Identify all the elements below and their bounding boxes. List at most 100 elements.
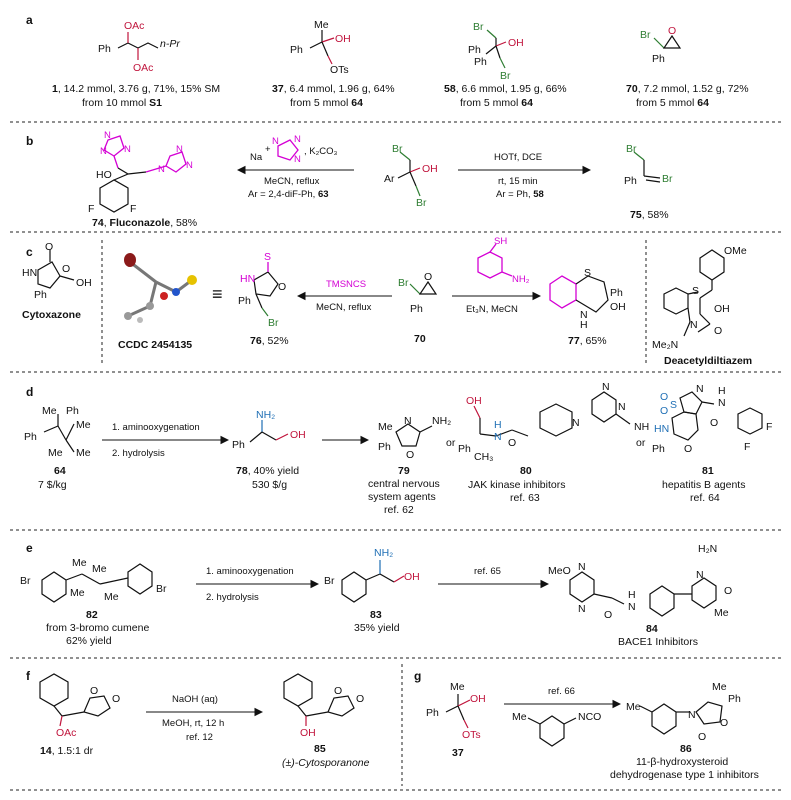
fluconazole-n-4: N: [176, 144, 183, 155]
compound-78-ph: Ph: [232, 439, 245, 451]
reagent-left-solvent: MeCN, reflux: [264, 176, 320, 187]
isocyanate-me: Me: [512, 711, 527, 723]
compound-85-o-ring: O: [334, 685, 342, 697]
compound-37-g-label: 37: [452, 747, 464, 759]
panel-a: a OAc n-Pr Ph OAc 1, 14.2 mmol, 3.76 g, …: [26, 13, 749, 109]
compound-80-ph: Ph: [458, 443, 471, 455]
compound-75-br-top: Br: [626, 143, 637, 155]
compound-84-label: 84: [646, 623, 658, 635]
compound-82-br-left: Br: [20, 575, 31, 587]
panel-d: d Me Ph Ph Me Me Me 64 7 $/kg 1. aminoox…: [24, 381, 772, 516]
compound-84-o-ring: O: [724, 585, 732, 597]
compound-82-me-2: Me: [92, 563, 107, 575]
or-1: or: [446, 437, 456, 449]
fluconazole-ho: HO: [96, 169, 112, 181]
compound-82-me-4: Me: [104, 591, 119, 603]
compound-84-desc: BACE1 Inhibitors: [618, 636, 698, 648]
compound-86-o-ring: O: [720, 717, 728, 729]
compound-77-ph: Ph: [610, 287, 623, 299]
compound-82-label: 82: [86, 609, 98, 621]
fluconazole-label: 74, Fluconazole, 58%: [92, 217, 197, 229]
reagent-f-ref: ref. 12: [186, 732, 213, 743]
compound-1-ph: Ph: [98, 43, 111, 55]
compound-81-h: H: [718, 385, 726, 397]
compound-83-structure: NH₂ Br OH: [324, 547, 420, 603]
compound-37-g-me: Me: [450, 681, 465, 693]
compound-76-structure: S HN O Ph Br: [238, 251, 286, 329]
compound-14-oac: OAc: [56, 727, 76, 739]
triazole-n-minus: N: [294, 134, 301, 145]
reagent-f-top: NaOH (aq): [172, 694, 218, 705]
diltiazem-o: O: [714, 325, 722, 337]
compound-81-f-1: F: [766, 421, 772, 433]
compound-77-label: 77, 65%: [568, 335, 607, 347]
compound-75-label: 75, 58%: [630, 209, 669, 221]
center-70-o: O: [424, 271, 432, 283]
diltiazem-label: Deacetyldiltiazem: [664, 355, 752, 367]
compound-77-s: S: [584, 267, 591, 279]
compound-14-label: 14, 1.5:1 dr: [40, 745, 94, 757]
compound-81-o-1: O: [660, 391, 668, 403]
compound-86-o-carbonyl: O: [698, 731, 706, 743]
compound-81-o-2: O: [660, 405, 668, 417]
reagent-na: Na: [250, 152, 263, 163]
compound-1-source: from 10 mmol S1: [82, 97, 162, 109]
fluconazole-f-1: F: [88, 203, 94, 215]
compound-84-o: O: [604, 609, 612, 621]
diltiazem-oh: OH: [714, 303, 730, 315]
compound-78-nh2: NH₂: [256, 409, 275, 421]
fluconazole-n-3: N: [100, 146, 107, 157]
compound-37-ph: Ph: [290, 44, 303, 56]
step-d-2: 2. hydrolysis: [112, 448, 165, 459]
compound-81-ref: ref. 64: [690, 492, 720, 504]
compound-80-oh: OH: [466, 395, 482, 407]
fluconazole-n-2: N: [124, 144, 131, 155]
compound-75-structure: Br Ph Br: [624, 143, 673, 187]
compound-70-structure: Br O Ph: [640, 25, 682, 65]
aminothiophenol-reagent: SH NH₂: [477, 236, 530, 285]
compound-86-me: Me: [712, 681, 727, 693]
reagent-c-left-solvent: MeCN, reflux: [316, 302, 372, 313]
compound-80-n-pip: N: [572, 417, 580, 429]
compound-82-me-1: Me: [72, 557, 87, 569]
compound-84-structure: MeO N N O H N H₂N N O Me: [548, 543, 732, 621]
compound-78-oh: OH: [290, 429, 306, 441]
compound-78-structure: NH₂ Ph OH: [232, 409, 306, 451]
compound-80-n-pyr-1: N: [602, 381, 610, 393]
panel-label-d: d: [26, 385, 33, 399]
center-br-top: Br: [392, 143, 403, 155]
compound-84-n-amide: N: [628, 601, 636, 613]
panel-label-c: c: [26, 245, 33, 259]
panel-g: g Me OH Ph OTs 37 ref. 66 Me NCO: [414, 669, 759, 781]
compound-81-hn: HN: [654, 423, 669, 435]
compound-37-g-oh: OH: [470, 693, 486, 705]
compound-78-label: 78, 40% yield: [236, 465, 299, 477]
reagent-na-plus: +: [265, 144, 271, 155]
compound-84-n-ring: N: [696, 569, 704, 581]
compound-64-ph-1: Ph: [66, 405, 79, 417]
cytoxazone-hn: HN: [22, 267, 37, 279]
compound-1-yield: 1, 14.2 mmol, 3.76 g, 71%, 15% SM: [52, 83, 220, 95]
panel-b: b N N N N N N HO F F 74, Fluconazole, 58…: [26, 130, 673, 229]
reagent-f-mid: MeOH, rt, 12 h: [162, 718, 224, 729]
compound-64-me-1: Me: [42, 405, 57, 417]
compound-37-oh: OH: [335, 33, 351, 45]
diltiazem-me2n: Me₂N: [652, 339, 678, 351]
compound-58-ph-2: Ph: [474, 56, 487, 68]
compound-80-structure: OH H N O Ph CH₃ N N N NH: [458, 381, 649, 463]
panel-label-f: f: [26, 669, 31, 683]
compound-79-o: O: [406, 449, 414, 461]
compound-80-n-pyr-2: N: [618, 401, 626, 413]
compound-82-note-2: 62% yield: [66, 635, 112, 647]
compound-82-structure: Br Br Me Me Me Me: [20, 557, 167, 603]
compound-86-desc-2: dehydrogenase type 1 inhibitors: [610, 769, 759, 781]
compound-82-br-right: Br: [156, 583, 167, 595]
diltiazem-s: S: [692, 285, 699, 297]
panel-label-g: g: [414, 669, 421, 683]
compound-83-yield: 35% yield: [354, 622, 400, 634]
compound-84-n-1: N: [578, 561, 586, 573]
step-e-1: 1. aminooxygenation: [206, 566, 294, 577]
panel-label-e: e: [26, 541, 33, 555]
compound-1-structure: OAc n-Pr Ph OAc: [98, 20, 180, 74]
